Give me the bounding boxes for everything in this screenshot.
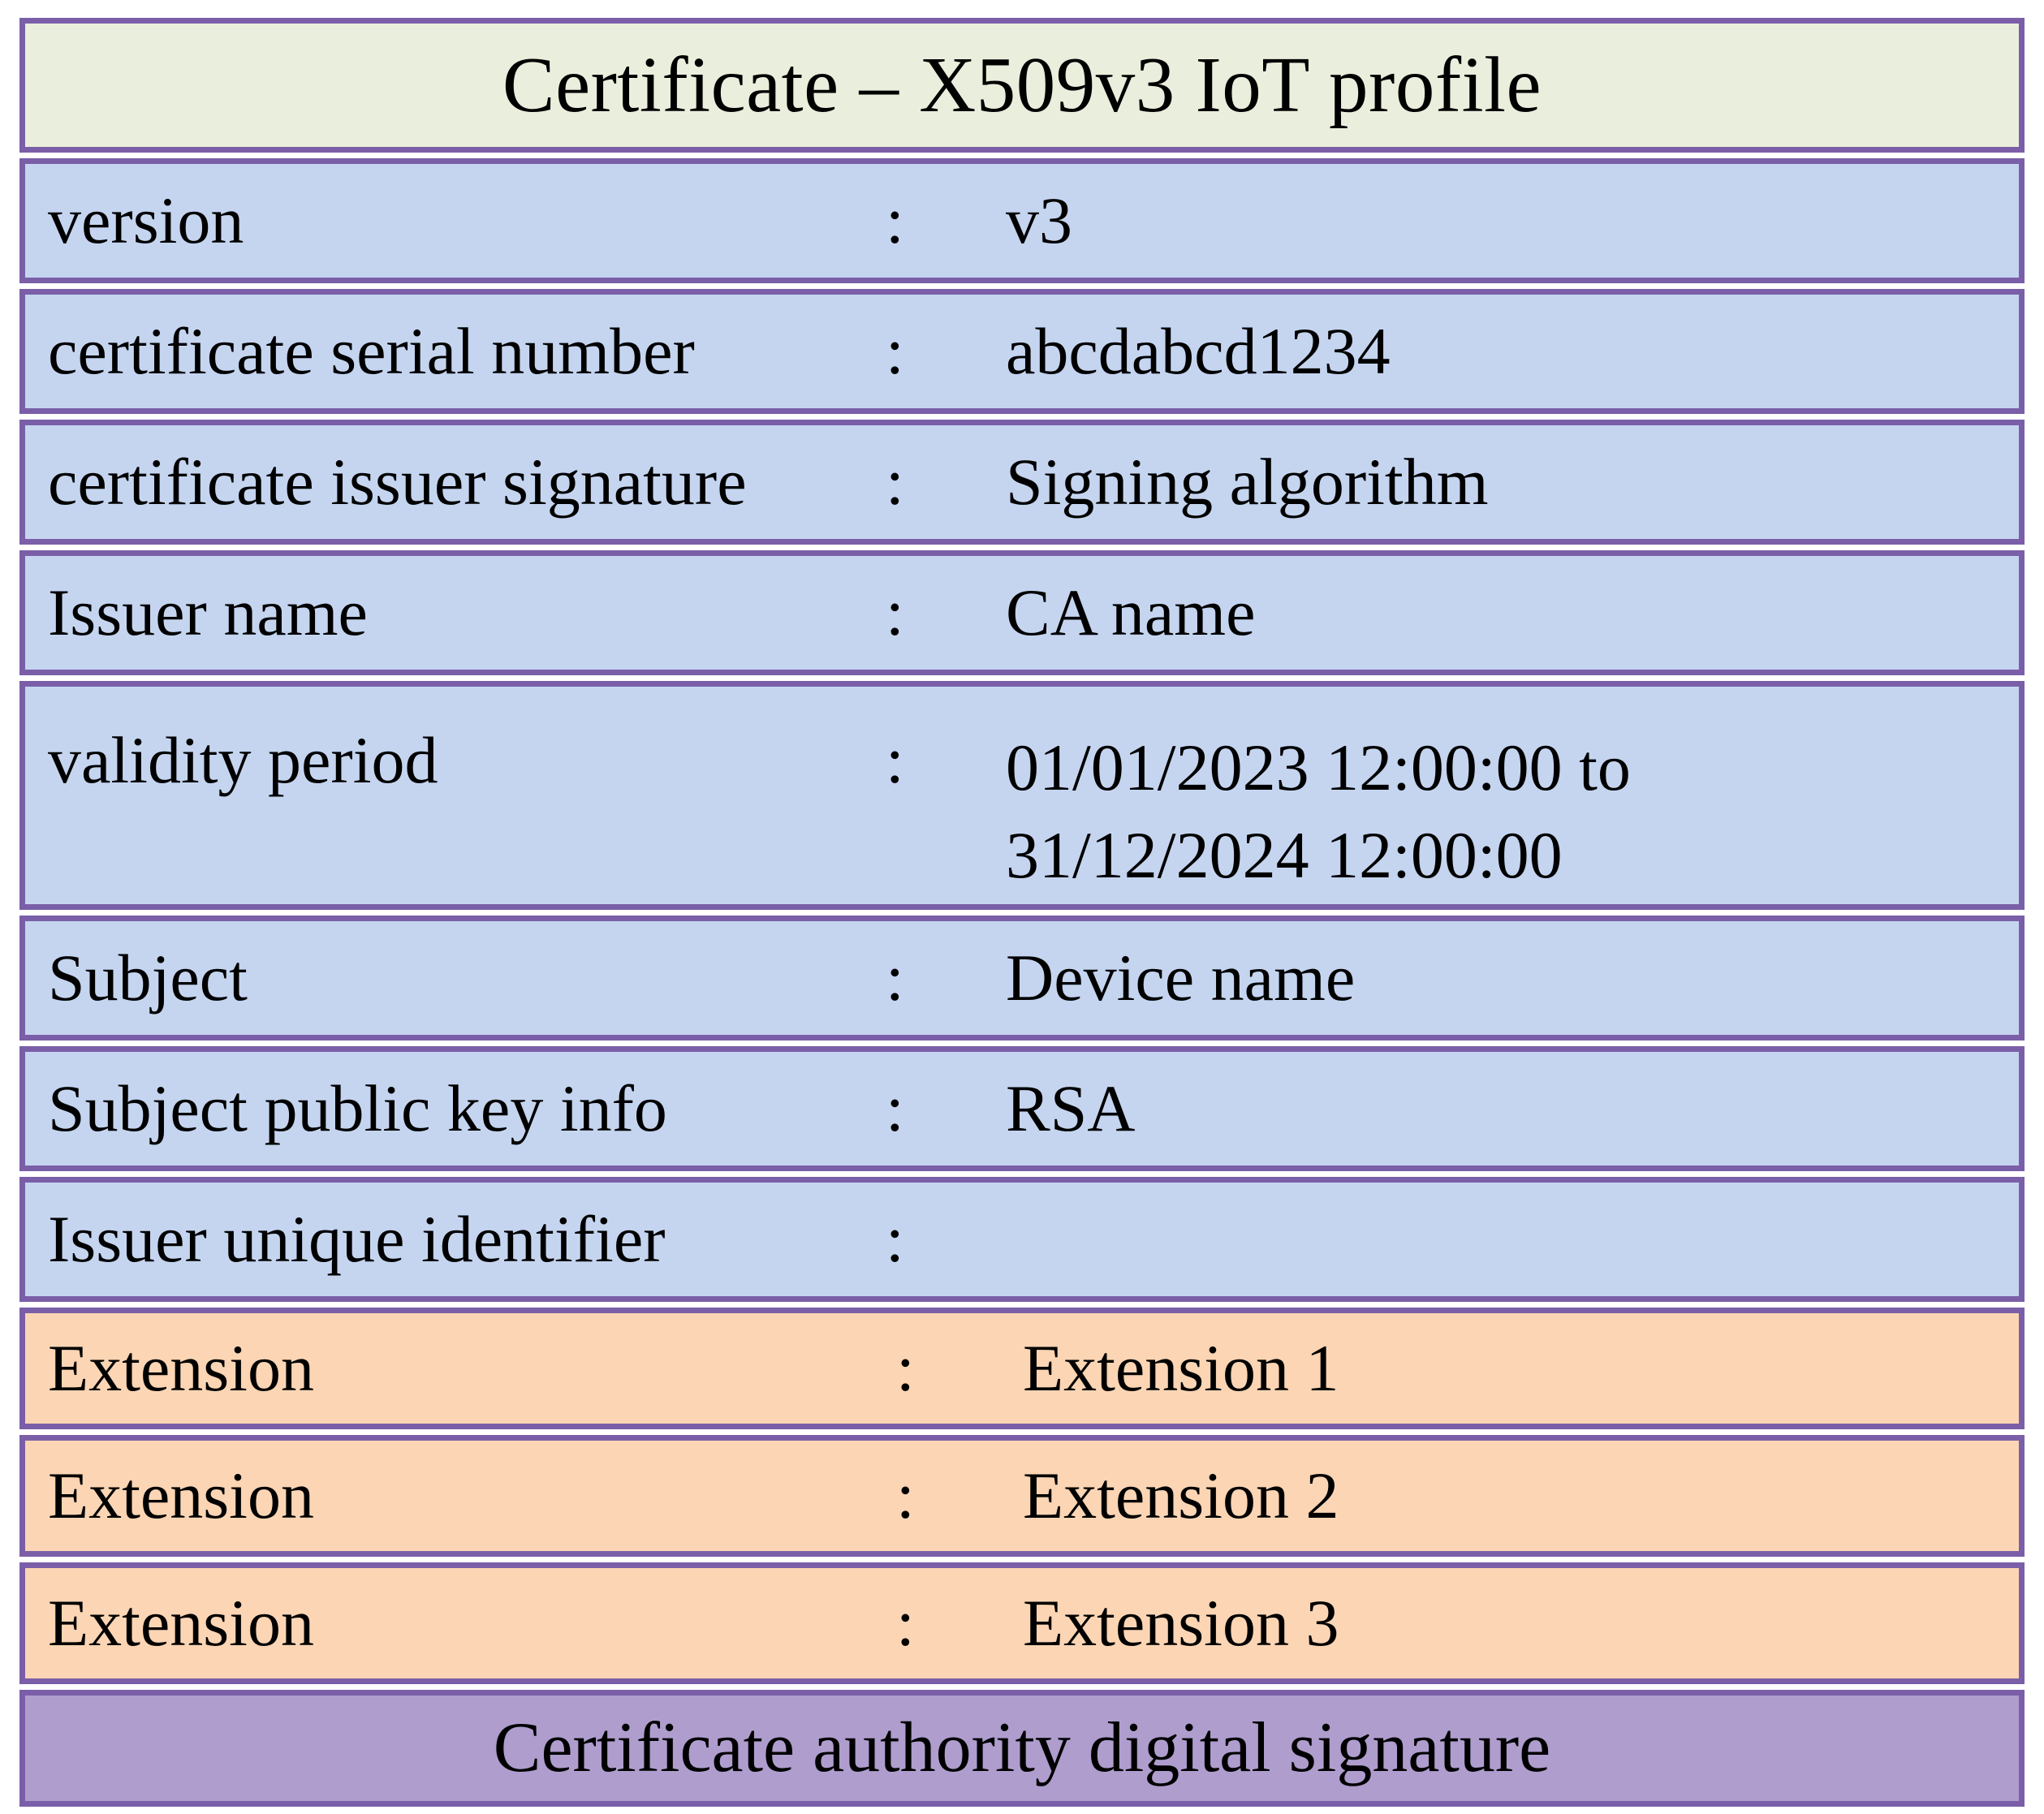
field-value: CA name [1006, 575, 1256, 649]
field-row-certificate-serial-number: certificate serial number : abcdabcd1234 [19, 289, 2025, 414]
field-row-validity-period: validity period : 01/01/2023 12:00:00 to… [19, 681, 2025, 910]
extension-value: Extension 3 [1023, 1585, 1339, 1660]
field-separator: : [886, 1201, 904, 1276]
field-label: certificate issuer signature [48, 444, 747, 519]
extension-row-1: Extension : Extension 1 [19, 1308, 2025, 1429]
extension-separator: : [896, 1458, 915, 1532]
field-value: RSA [1006, 1071, 1136, 1145]
field-value: Signing algorithm [1006, 444, 1489, 519]
certificate-title: Certificate – X509v3 IoT profile [502, 41, 1542, 129]
field-row-issuer-name: Issuer name : CA name [19, 550, 2025, 675]
extension-row-3: Extension : Extension 3 [19, 1562, 2025, 1684]
ca-digital-signature-row: Certificate authority digital signature [19, 1690, 2025, 1807]
field-value: abcdabcd1234 [1006, 313, 1391, 388]
field-separator: : [886, 575, 904, 649]
field-label: certificate serial number [48, 313, 695, 388]
field-value: v3 [1006, 183, 1072, 257]
field-separator: : [886, 940, 904, 1015]
certificate-table: Certificate – X509v3 IoT profile version… [19, 18, 2025, 1807]
extension-value: Extension 2 [1023, 1458, 1339, 1532]
field-label: version [48, 183, 244, 257]
extension-separator: : [896, 1330, 915, 1405]
field-value: 01/01/2023 12:00:00 to 31/12/2024 12:00:… [1006, 730, 1631, 893]
field-row-certificate-issuer-signature: certificate issuer signature : Signing a… [19, 420, 2025, 545]
field-label: validity period [48, 723, 438, 797]
field-label: Subject [48, 940, 248, 1015]
extension-label: Extension [48, 1458, 314, 1532]
extension-row-2: Extension : Extension 2 [19, 1435, 2025, 1557]
certificate-title-row: Certificate – X509v3 IoT profile [19, 18, 2025, 153]
field-row-subject-public-key-info: Subject public key info : RSA [19, 1046, 2025, 1171]
field-label: Issuer unique identifier [48, 1201, 666, 1276]
field-separator: : [886, 723, 904, 797]
field-separator: : [886, 313, 904, 388]
field-separator: : [886, 444, 904, 519]
extension-label: Extension [48, 1585, 314, 1660]
extension-separator: : [896, 1585, 915, 1660]
field-separator: : [886, 1071, 904, 1145]
ca-digital-signature-label: Certificate authority digital signature [493, 1708, 1551, 1787]
extension-label: Extension [48, 1330, 314, 1405]
field-row-subject: Subject : Device name [19, 916, 2025, 1041]
field-label: Subject public key info [48, 1071, 667, 1145]
extension-value: Extension 1 [1023, 1330, 1339, 1405]
field-value: Device name [1006, 940, 1356, 1015]
field-label: Issuer name [48, 575, 368, 649]
field-separator: : [886, 183, 904, 257]
field-row-version: version : v3 [19, 158, 2025, 283]
field-row-issuer-unique-identifier: Issuer unique identifier : [19, 1177, 2025, 1302]
